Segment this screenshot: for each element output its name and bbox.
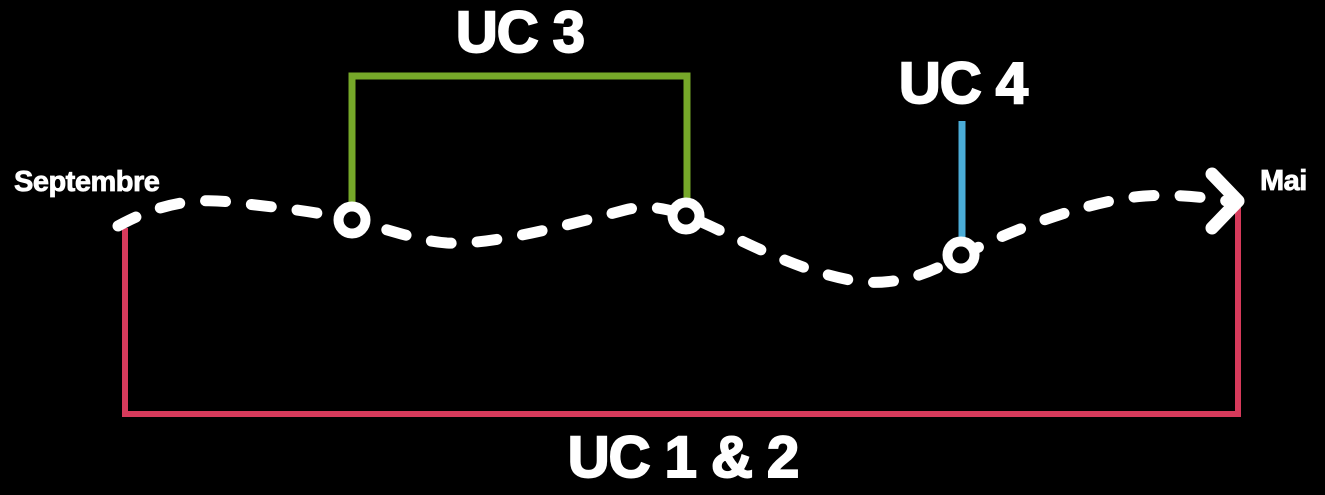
timeline-start-label: Septembre: [14, 166, 161, 198]
uc12-label: UC 1 & 2: [567, 425, 801, 490]
milestone-circle-uc4: [942, 236, 980, 274]
timeline-end-label: Mai: [1260, 165, 1308, 197]
milestone-circle-uc3-start: [333, 201, 371, 239]
milestone-circle-uc3-end: [667, 197, 705, 235]
timeline-arrow-icon: [1205, 167, 1245, 235]
uc4-label: UC 4: [898, 51, 1029, 116]
uc3-label: UC 3: [455, 0, 586, 65]
uc3-bracket-line: [348, 72, 691, 203]
uc12-bracket-line: [122, 202, 1241, 417]
